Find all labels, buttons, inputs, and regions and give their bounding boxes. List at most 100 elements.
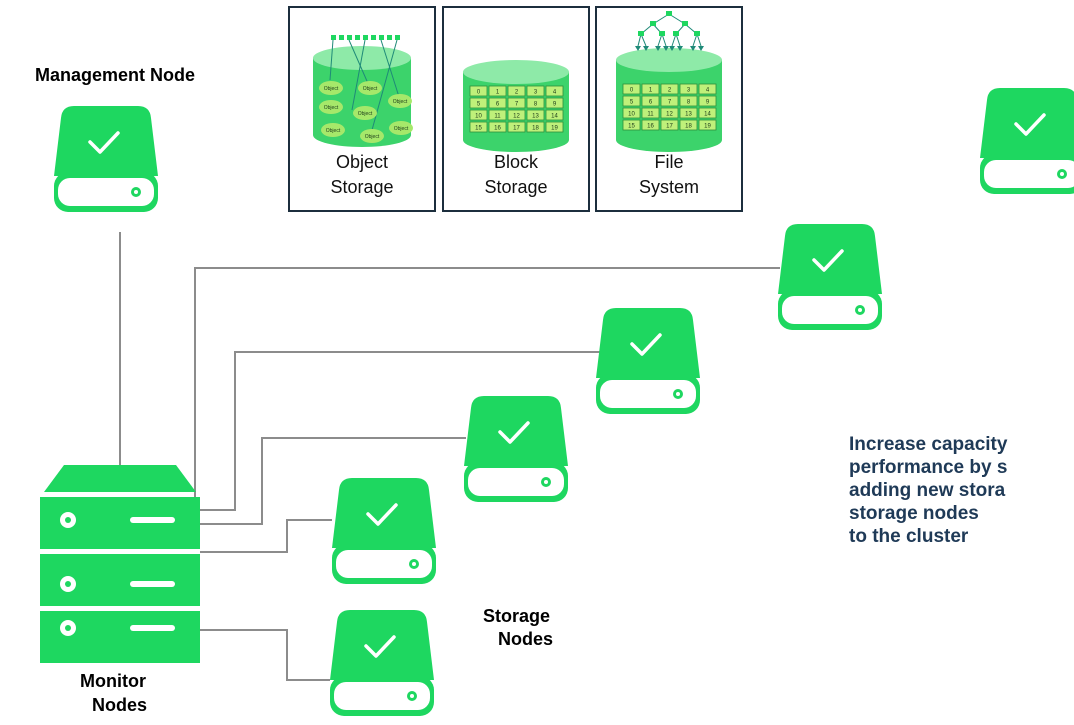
storage-node-drive-icon bbox=[978, 86, 1074, 196]
object-blob bbox=[353, 106, 377, 120]
grid-number: 5 bbox=[630, 100, 634, 106]
grid-cell bbox=[679, 107, 698, 119]
object-blob bbox=[358, 81, 382, 95]
grid-cell bbox=[698, 95, 717, 107]
management-node-drive-icon bbox=[52, 104, 160, 214]
grid-cell bbox=[641, 83, 660, 95]
note-line: adding new stora bbox=[849, 480, 1006, 501]
grid-number: 12 bbox=[666, 112, 673, 118]
arrow-down-icon bbox=[663, 46, 669, 51]
grid-cell bbox=[469, 85, 488, 97]
grid-cell bbox=[679, 83, 698, 95]
monitor-nodes-label-line2: Nodes bbox=[92, 695, 148, 715]
grid-cell bbox=[698, 83, 717, 95]
object-label: Object bbox=[363, 86, 378, 92]
grid-number: 18 bbox=[532, 126, 539, 132]
grid-cell bbox=[526, 109, 545, 121]
grid-cell bbox=[641, 119, 660, 131]
grid-cell bbox=[660, 83, 679, 95]
grid-number: 5 bbox=[477, 102, 481, 108]
grid-number: 18 bbox=[685, 124, 692, 130]
note-line: storage nodes bbox=[849, 503, 979, 524]
scale-out-note: Increase capacity performance by s addin… bbox=[849, 433, 1007, 548]
grid-cell bbox=[622, 83, 641, 95]
grid-number: 9 bbox=[706, 100, 710, 106]
panel-caption-line1: Object bbox=[336, 152, 388, 172]
grid-number: 9 bbox=[553, 102, 557, 108]
grid-cell bbox=[488, 97, 507, 109]
grid-cell bbox=[507, 97, 526, 109]
grid-cell bbox=[469, 109, 488, 121]
grid-number: 3 bbox=[687, 88, 691, 94]
arrow-down-icon bbox=[635, 46, 641, 51]
monitor-nodes-label-line1: Monitor bbox=[80, 671, 146, 691]
grid-number: 13 bbox=[685, 112, 692, 118]
grid-number: 11 bbox=[647, 112, 654, 118]
connector-storage-3 bbox=[200, 437, 466, 525]
grid-number: 8 bbox=[687, 100, 691, 106]
object-label: Object bbox=[365, 134, 380, 140]
grid-number: 4 bbox=[553, 90, 557, 96]
grid-number: 14 bbox=[551, 114, 558, 120]
grid-cell bbox=[545, 109, 564, 121]
grid-number: 16 bbox=[494, 126, 501, 132]
grid-cell bbox=[660, 107, 679, 119]
grid-number: 19 bbox=[704, 124, 711, 130]
grid-number: 16 bbox=[647, 124, 654, 130]
storage-node-drive-icon bbox=[594, 306, 702, 416]
grid-cell bbox=[545, 85, 564, 97]
grid-number: 11 bbox=[494, 114, 501, 120]
grid-number: 2 bbox=[515, 90, 519, 96]
grid-number: 10 bbox=[628, 112, 635, 118]
grid-number: 15 bbox=[628, 124, 635, 130]
arrow-down-icon bbox=[655, 46, 661, 51]
grid-number: 0 bbox=[630, 88, 634, 94]
panel-caption-line2: Storage bbox=[330, 177, 393, 197]
arrow-down-icon bbox=[669, 46, 675, 51]
object-label: Object bbox=[394, 126, 409, 132]
panel-caption-line2: Storage bbox=[484, 177, 547, 197]
storage-node-drive-icon bbox=[328, 608, 436, 718]
storage-nodes-label-line2: Nodes bbox=[498, 629, 554, 649]
grid-number: 17 bbox=[666, 124, 673, 130]
panel-caption-line1: Block bbox=[494, 152, 539, 172]
grid-number: 3 bbox=[534, 90, 538, 96]
grid-number: 19 bbox=[551, 126, 558, 132]
grid-number: 2 bbox=[668, 88, 672, 94]
object-blob bbox=[321, 123, 345, 137]
grid-number: 14 bbox=[704, 112, 711, 118]
grid-cell bbox=[469, 97, 488, 109]
storage-node-drive-icon bbox=[330, 476, 438, 586]
connector-storage-5 bbox=[200, 629, 330, 681]
connector-storage-2 bbox=[190, 351, 600, 511]
grid-cell bbox=[641, 107, 660, 119]
storage-nodes-label-line1: Storage bbox=[483, 606, 551, 626]
grid-cell bbox=[622, 119, 641, 131]
storage-node-drive-icon bbox=[462, 394, 570, 504]
grid-cell bbox=[545, 121, 564, 133]
object-label: Object bbox=[324, 86, 339, 92]
grid-cell bbox=[679, 119, 698, 131]
note-line: performance by s bbox=[849, 457, 1008, 478]
grid-cell bbox=[698, 119, 717, 131]
object-blob bbox=[388, 94, 412, 108]
grid-number: 7 bbox=[668, 100, 672, 106]
grid-cell bbox=[545, 97, 564, 109]
grid-cell bbox=[526, 121, 545, 133]
grid-cell bbox=[488, 85, 507, 97]
arrow-down-icon bbox=[677, 46, 683, 51]
object-blob bbox=[360, 129, 384, 143]
monitor-server-icon bbox=[40, 465, 200, 663]
grid-cell bbox=[469, 121, 488, 133]
grid-number: 1 bbox=[496, 90, 500, 96]
object-blob bbox=[319, 81, 343, 95]
object-blob bbox=[389, 121, 413, 135]
grid-number: 13 bbox=[532, 114, 539, 120]
grid-cell bbox=[698, 107, 717, 119]
object-label: Object bbox=[326, 128, 341, 134]
connector-storage-4 bbox=[200, 519, 332, 553]
